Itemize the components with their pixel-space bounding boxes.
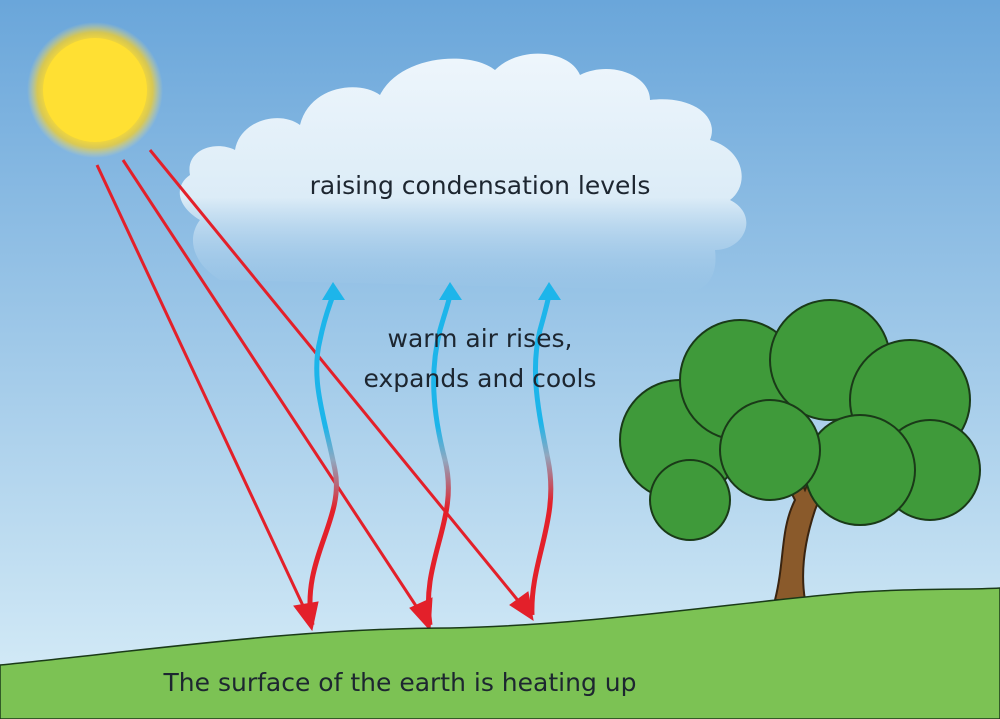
- warm-air-arrows: [307, 294, 554, 626]
- sun-icon: [27, 22, 163, 158]
- air-label-line2: expands and cools: [363, 364, 597, 393]
- air-arrowheads: [322, 282, 561, 300]
- air-label-line1: warm air rises,: [387, 324, 573, 353]
- sunlight-rays: [95, 149, 534, 632]
- cloud-label: raising condensation levels: [309, 171, 651, 200]
- grass-ground: [0, 587, 1000, 719]
- ground-label: The surface of the earth is heating up: [163, 668, 637, 697]
- cloud-icon: [179, 53, 747, 294]
